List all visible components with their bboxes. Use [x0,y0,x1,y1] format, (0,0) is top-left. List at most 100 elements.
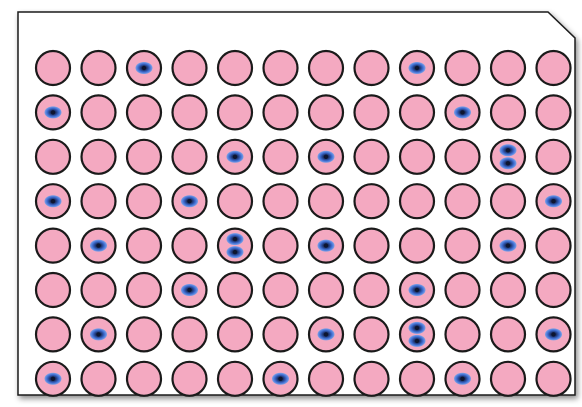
well-r4-c11 [491,184,525,218]
well-r2-c5 [218,95,252,129]
well-r2-c8 [355,95,389,129]
cell-nucleus-r5-c5-1 [233,237,237,241]
cell-nucleus-r4-c1-1 [51,199,55,203]
well-r4-c9 [400,184,434,218]
cell-nucleus-r8-c1-1 [51,377,55,381]
well-r5-c10 [446,229,480,263]
cell-nucleus-r1-c9-1 [415,66,419,70]
well-r2-c12 [537,95,571,129]
well-r6-c10 [446,273,480,307]
well-r5-c8 [355,229,389,263]
well-r7-c11 [491,317,525,351]
well-r7-c1 [36,317,70,351]
well-r4-c7 [309,184,343,218]
cell-nucleus-r1-c3-1 [142,66,146,70]
well-r7-c6 [264,317,298,351]
well-r3-c10 [446,140,480,174]
well-r3-c1 [36,140,70,174]
cell-nucleus-r7-c9-1 [415,326,419,330]
well-r4-c6 [264,184,298,218]
well-r6-c8 [355,273,389,307]
well-r2-c3 [127,95,161,129]
well-r6-c12 [537,273,571,307]
well-r2-c9 [400,95,434,129]
well-r2-c11 [491,95,525,129]
well-r8-c3 [127,362,161,396]
well-r3-c2 [82,140,116,174]
well-r3-c8 [355,140,389,174]
well-r8-c5 [218,362,252,396]
cell-nucleus-r3-c7-1 [324,155,328,159]
well-r7-c5 [218,317,252,351]
well-r7-c10 [446,317,480,351]
well-r2-c6 [264,95,298,129]
well-r2-c2 [82,95,116,129]
well-r8-c8 [355,362,389,396]
well-r4-c3 [127,184,161,218]
well-r5-c3 [127,229,161,263]
cell-nucleus-r3-c11-1 [506,148,510,152]
well-r3-c6 [264,140,298,174]
cell-nucleus-r6-c9-1 [415,288,419,292]
well-r1-c2 [82,51,116,85]
well-r4-c5 [218,184,252,218]
well-r8-c11 [491,362,525,396]
well-r4-c10 [446,184,480,218]
cell-nucleus-r7-c9-2 [415,339,419,343]
well-r1-c6 [264,51,298,85]
well-r6-c2 [82,273,116,307]
cell-nucleus-r5-c7-1 [324,243,328,247]
well-r8-c7 [309,362,343,396]
well-r8-c9 [400,362,434,396]
well-r3-c3 [127,140,161,174]
cell-nucleus-r5-c5-2 [233,250,237,254]
cell-nucleus-r2-c1-1 [51,110,55,114]
well-r1-c8 [355,51,389,85]
cell-nucleus-r3-c5-1 [233,155,237,159]
cell-nucleus-r4-c12-1 [551,199,555,203]
well-r1-c1 [36,51,70,85]
well-r1-c11 [491,51,525,85]
well-r3-c12 [537,140,571,174]
well-r5-c4 [173,229,207,263]
well-r4-c8 [355,184,389,218]
well-r1-c12 [537,51,571,85]
cell-nucleus-r7-c7-1 [324,332,328,336]
well-r7-c8 [355,317,389,351]
well-r8-c12 [537,362,571,396]
well-r1-c5 [218,51,252,85]
well-r2-c4 [173,95,207,129]
cell-nucleus-r6-c4-1 [187,288,191,292]
well-r6-c11 [491,273,525,307]
cell-nucleus-r4-c4-1 [187,199,191,203]
cell-nucleus-r5-c2-1 [96,243,100,247]
cell-nucleus-r7-c12-1 [551,332,555,336]
well-r5-c12 [537,229,571,263]
cell-nucleus-r8-c10-1 [460,377,464,381]
well-r7-c3 [127,317,161,351]
cell-nucleus-r7-c2-1 [96,332,100,336]
well-r7-c4 [173,317,207,351]
well-r5-c1 [36,229,70,263]
well-r8-c4 [173,362,207,396]
well-r3-c9 [400,140,434,174]
cell-nucleus-r3-c11-2 [506,161,510,165]
well-r8-c2 [82,362,116,396]
well-r6-c7 [309,273,343,307]
well-r4-c2 [82,184,116,218]
well-r5-c9 [400,229,434,263]
cell-nucleus-r5-c11-1 [506,243,510,247]
well-r6-c3 [127,273,161,307]
well-r6-c1 [36,273,70,307]
cell-nucleus-r8-c6-1 [278,377,282,381]
well-r1-c4 [173,51,207,85]
well-r5-c6 [264,229,298,263]
well-r1-c7 [309,51,343,85]
well-r2-c7 [309,95,343,129]
cell-nucleus-r2-c10-1 [460,110,464,114]
well-r6-c5 [218,273,252,307]
well-r6-c6 [264,273,298,307]
well-r1-c10 [446,51,480,85]
